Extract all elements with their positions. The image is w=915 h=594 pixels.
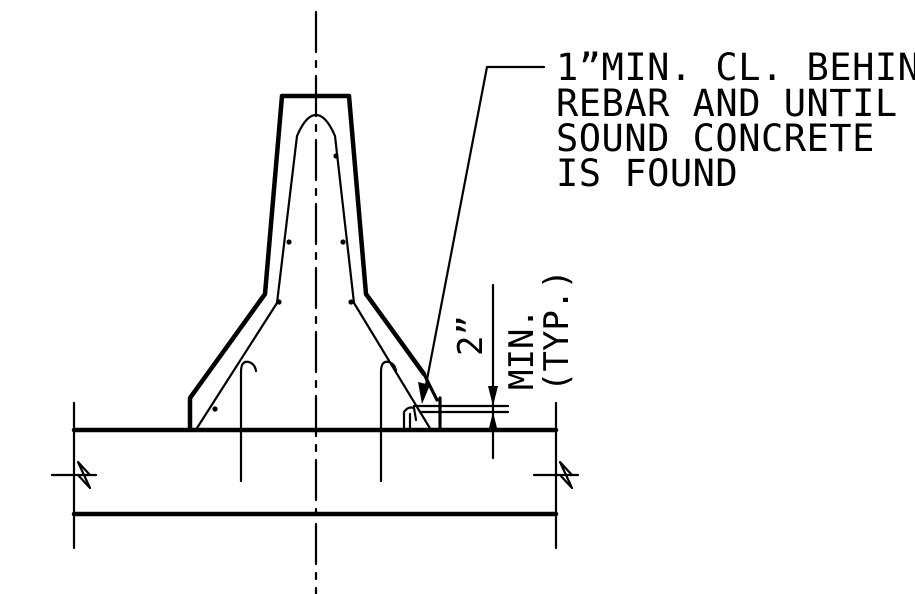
rebar-dot	[333, 153, 339, 159]
dimension-arrow-bottom	[488, 412, 498, 432]
barrier-stirrup	[195, 113, 433, 432]
break-line-right	[532, 460, 580, 490]
dimension-arrow-top	[488, 386, 498, 406]
rebar-dot	[286, 239, 292, 245]
longitudinal-bars	[212, 153, 354, 412]
dowel-bar-left	[239, 360, 258, 483]
repair-note: 1”MIN. CL. BEHIND REBAR AND UNTIL SOUND …	[556, 46, 915, 195]
leader-arrowhead	[418, 382, 430, 404]
note-line-3: SOUND CONCRETE	[556, 117, 875, 160]
rebar-dot	[348, 299, 354, 305]
dimension-label-min: MIN.	[502, 308, 542, 390]
barrier-outline	[187, 93, 427, 431]
depth-dimension: 2” MIN. (TYP.)	[451, 269, 577, 460]
leader-line	[423, 65, 546, 392]
anchor-bars	[239, 360, 398, 483]
note-line-1: 1”MIN. CL. BEHIND	[556, 46, 915, 89]
dowel-bar-right	[379, 360, 398, 483]
note-line-2: REBAR AND UNTIL	[556, 82, 898, 125]
rebar-dot	[212, 406, 218, 412]
break-line-left	[50, 460, 98, 490]
rebar-dot	[276, 299, 282, 305]
rebar-dot	[340, 239, 346, 245]
note-line-4: IS FOUND	[556, 152, 738, 195]
deck-slab	[50, 401, 580, 550]
note-leader	[418, 65, 546, 404]
dimension-label-typ: (TYP.)	[537, 269, 577, 392]
toe-bar-hook	[402, 406, 418, 430]
dimension-value: 2”	[451, 315, 491, 356]
